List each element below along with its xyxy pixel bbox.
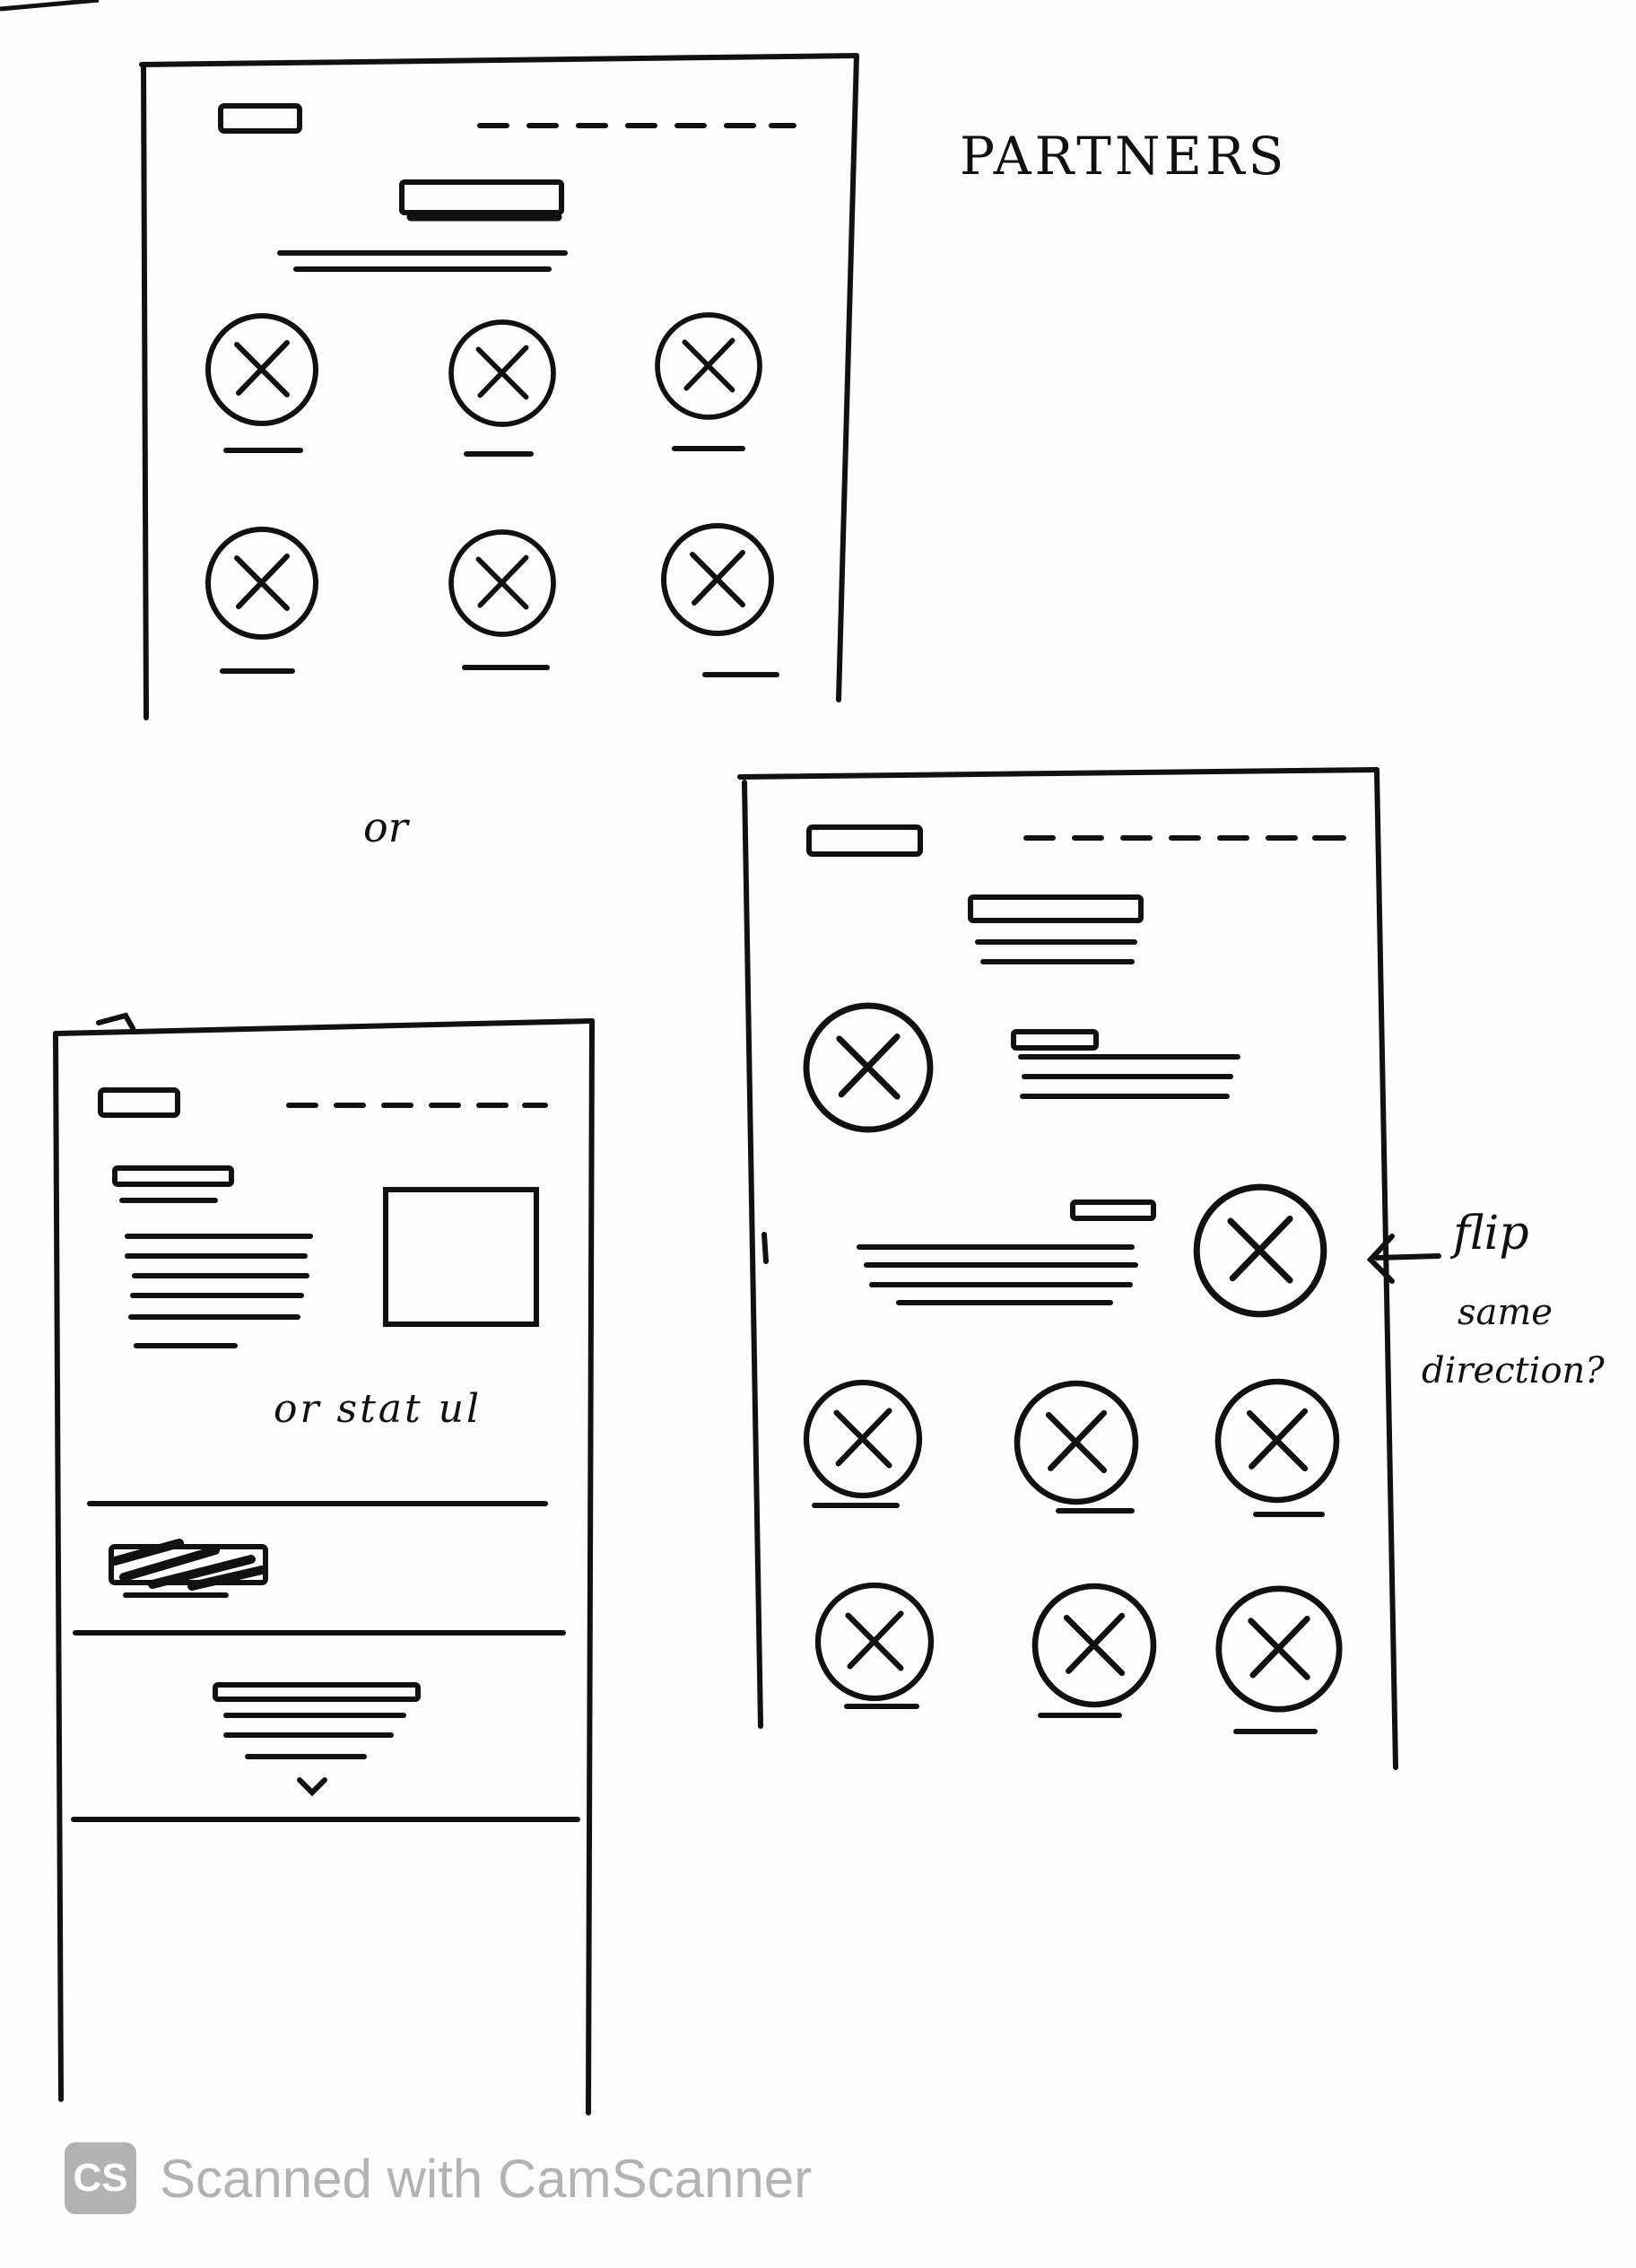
wireframe-featured-partners [737, 767, 1441, 1770]
camscanner-logo-icon: CS [65, 2142, 136, 2214]
frame-a-right [836, 53, 859, 702]
heading-bar [968, 894, 1144, 923]
circle-x-icon [657, 315, 760, 417]
partner-logos-row-1 [208, 315, 760, 457]
circle-x-icon [451, 532, 553, 634]
partner-logos-row-2 [818, 1585, 1339, 1734]
frame-c-left [53, 1031, 64, 2102]
circle-x-icon [208, 316, 316, 423]
logo-placeholder [806, 824, 923, 857]
circle-x-icon [1219, 1589, 1339, 1709]
feature-label [1070, 1199, 1156, 1221]
arrow-left-icon [1366, 1234, 1441, 1284]
circle-x-icon [664, 526, 771, 633]
frame-b-right [1374, 767, 1398, 1770]
stat-bar [109, 1544, 268, 1585]
logo-placeholder [218, 103, 302, 134]
annotation-same: same [1458, 1292, 1553, 1333]
corner-mark [0, 0, 100, 12]
feature-label [1011, 1029, 1099, 1051]
frame-c-top [53, 1018, 595, 1036]
circle-x-icon [1218, 1382, 1336, 1500]
annotation-or: or [363, 803, 408, 851]
wireframe-partners-grid [139, 53, 859, 720]
cta-heading [213, 1682, 421, 1702]
stat-hatching [110, 1539, 266, 1591]
annotation-stat-alternative: or stat ul [274, 1386, 483, 1432]
circle-x-icon [806, 1383, 919, 1496]
frame-b-tick [761, 1232, 769, 1264]
partner-logos-row-2 [208, 526, 779, 677]
annotation-flip: flip [1453, 1207, 1529, 1260]
circle-x-icon [451, 322, 553, 424]
circle-x-icon [1017, 1383, 1136, 1502]
frame-c-right [586, 1018, 595, 2115]
circle-x-icon [208, 529, 316, 637]
heading-bar [399, 179, 564, 215]
watermark-text: Scanned with CamScanner [160, 2148, 813, 2209]
frame-b-top [737, 767, 1379, 780]
camscanner-watermark: CS Scanned with CamScanner [65, 2133, 812, 2223]
frame-b-left [742, 780, 763, 1729]
frame-a-top [139, 53, 859, 67]
frame-a-left [141, 62, 149, 720]
partner-logos-row-1 [806, 1382, 1336, 1517]
annotation-direction: direction? [1422, 1350, 1605, 1391]
circle-x-icon [1197, 1187, 1324, 1314]
square-placeholder-icon [383, 1187, 539, 1327]
chevron-down-icon [297, 1777, 327, 1797]
frame-c-tab [96, 1012, 135, 1031]
circle-x-icon [818, 1585, 931, 1698]
logo-placeholder [98, 1087, 180, 1118]
annotation-partners: PARTNERS [960, 126, 1288, 187]
circle-x-icon [806, 1006, 930, 1130]
section-label [112, 1165, 234, 1187]
circle-x-icon [1035, 1586, 1153, 1705]
wireframe-text-image [53, 1012, 595, 2115]
